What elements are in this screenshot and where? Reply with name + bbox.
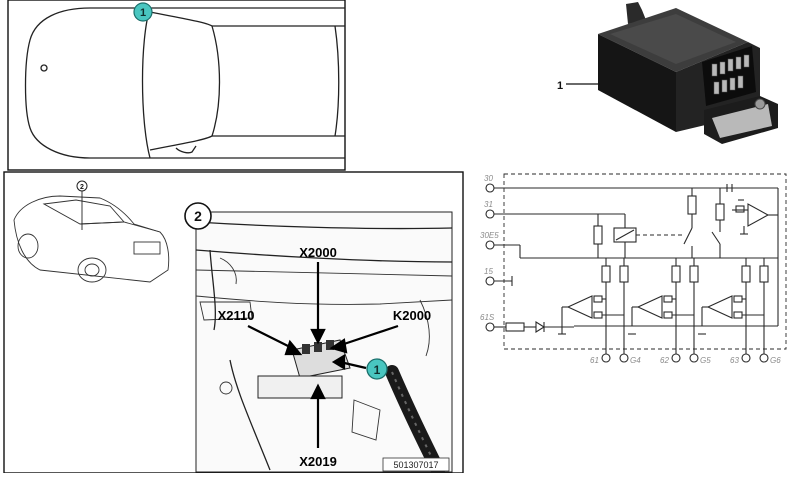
detail-callout-badge xyxy=(366,358,388,380)
relay-foot-plate xyxy=(712,104,772,138)
engine-bay-frame xyxy=(195,211,453,473)
terminal-label-30e5: 30E5 xyxy=(480,231,499,240)
schematic-enclosure xyxy=(503,173,787,350)
label-k2000: K2000 xyxy=(393,308,431,323)
view-marker-large xyxy=(184,202,212,230)
resistor-31 xyxy=(593,225,603,245)
amplifier-1 xyxy=(566,295,593,319)
terminal-30e5-pin xyxy=(485,240,495,250)
figure-code: 501307017 xyxy=(393,460,438,470)
terminal-label-30: 30 xyxy=(484,174,493,183)
car-body-outline xyxy=(24,7,345,159)
relay-clip xyxy=(626,2,646,24)
label-x2000: X2000 xyxy=(299,245,337,260)
bay-cowl-top xyxy=(195,221,453,230)
terminal-label-g5: G5 xyxy=(700,356,711,365)
diode-61s xyxy=(535,321,546,333)
car-windshield xyxy=(141,7,151,159)
connector-x2000 xyxy=(314,342,322,352)
terminal-label-63: 63 xyxy=(730,356,739,365)
engine-bay-detail: X2000 X2110 K2000 X2019 1 2 501307017 xyxy=(184,202,453,477)
view-marker-large-number: 2 xyxy=(194,208,202,224)
amplifier-2 xyxy=(636,295,663,319)
amplifier-top xyxy=(747,203,770,227)
car-top-view-panel: 1 xyxy=(7,0,346,171)
terminal-61s-pin xyxy=(485,322,495,332)
relay-left-face xyxy=(598,34,676,132)
label-x2110: X2110 xyxy=(218,308,255,323)
car-mirror xyxy=(175,145,197,154)
car-perspective-glass xyxy=(42,199,125,225)
bay-lower-panel xyxy=(229,359,271,471)
terminal-62-pin xyxy=(671,353,681,363)
relay-pins xyxy=(711,54,750,95)
car-perspective: 2 xyxy=(13,180,170,283)
terminal-63-pin xyxy=(741,353,751,363)
relay-label: 1 xyxy=(557,80,563,92)
bay-cowl-mid xyxy=(195,249,453,263)
terminal-15-pin xyxy=(485,276,495,286)
terminal-g4-pin xyxy=(619,353,629,363)
resistor-30 xyxy=(687,195,697,215)
car-perspective-rear-wheel xyxy=(17,233,39,259)
terminal-label-31: 31 xyxy=(484,200,493,209)
figure-code-box xyxy=(382,457,450,472)
car-perspective-hood-line xyxy=(79,221,161,233)
detail-panel: 2 xyxy=(3,171,464,477)
terminal-30-pin xyxy=(485,183,495,193)
terminal-label-g4: G4 xyxy=(630,356,641,365)
left-terminals: 30 31 30E5 15 61S xyxy=(480,174,499,332)
relay-schematic: 30 31 30E5 15 61S xyxy=(480,173,787,365)
label-x2019: X2019 xyxy=(299,454,337,469)
top-callout-badge xyxy=(133,2,153,22)
terminal-31-pin xyxy=(485,209,495,219)
view-marker-small-number: 2 xyxy=(80,184,84,191)
connector-k2000 xyxy=(326,340,334,350)
car-roof xyxy=(149,11,221,151)
schematic-wiring xyxy=(494,184,779,354)
hood-emblem xyxy=(40,64,48,72)
bottom-terminals: 61 G4 62 G5 63 G6 xyxy=(590,353,781,365)
car-perspective-grille xyxy=(133,241,161,255)
connector-x2110 xyxy=(302,344,310,354)
car-top-view-frame xyxy=(7,0,346,171)
relay-foot-screw xyxy=(754,98,766,110)
car-perspective-front-wheel xyxy=(77,257,107,283)
amplifier-3 xyxy=(706,295,733,319)
bay-strut xyxy=(209,249,216,331)
terminal-label-62: 62 xyxy=(660,356,669,365)
terminal-label-61: 61 xyxy=(590,356,599,365)
terminal-label-g6: G6 xyxy=(770,356,781,365)
terminal-label-15: 15 xyxy=(484,267,493,276)
car-rear-window xyxy=(334,25,340,137)
detail-callout-badge-number: 1 xyxy=(374,363,381,377)
terminal-61-pin xyxy=(601,353,611,363)
pointer-arrows xyxy=(247,262,399,448)
terminal-g6-pin xyxy=(759,353,769,363)
terminal-label-61s: 61S xyxy=(480,313,495,322)
relay-switch xyxy=(683,227,693,245)
relay-top-face-inner xyxy=(610,14,736,64)
top-callout-badge-number: 1 xyxy=(140,7,146,19)
arrow-k2000 xyxy=(337,324,399,348)
lower-bracket xyxy=(257,375,343,399)
relay-photo: 1 xyxy=(557,2,778,144)
terminal-g5-pin xyxy=(689,353,699,363)
resistor-61s xyxy=(505,322,525,332)
